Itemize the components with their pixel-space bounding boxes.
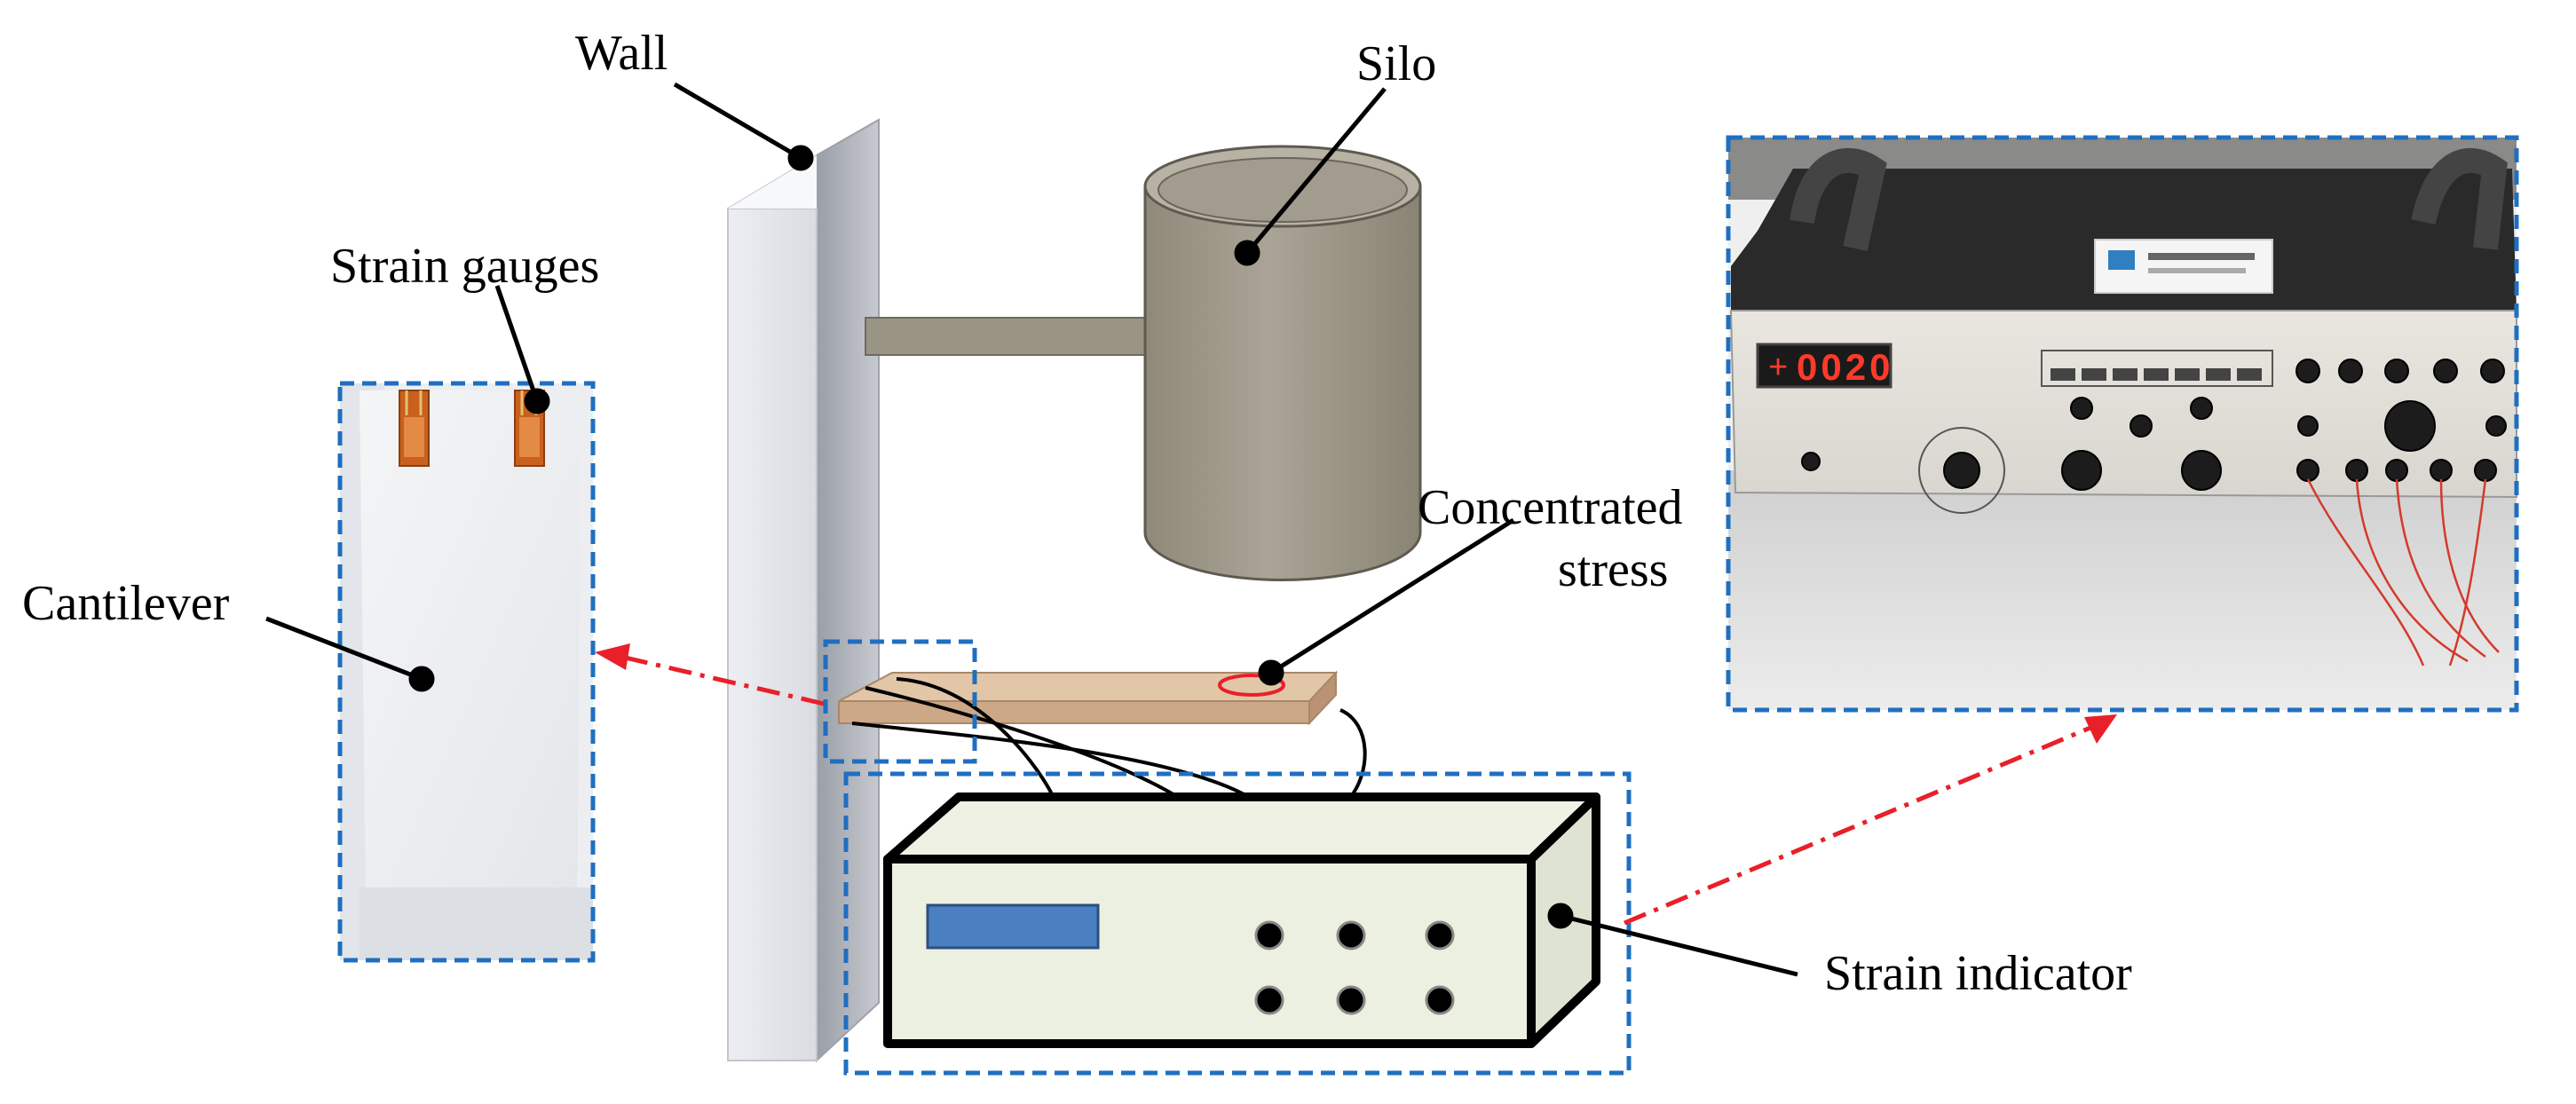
- silo-support-arm: [865, 317, 1149, 356]
- leader-lines: [265, 82, 1798, 977]
- strain-indicator-photo: + 0020: [1728, 138, 2517, 710]
- label-silo: Silo: [1356, 36, 1436, 91]
- indicator-screen: [926, 903, 1100, 950]
- cantilever-photo-frame: [337, 381, 596, 963]
- callout-arrows: [595, 643, 2117, 926]
- instrument-photo-frame: [1726, 135, 2519, 713]
- instrument-photo-leads: [2306, 478, 2500, 666]
- label-cantilever: Cantilever: [22, 576, 230, 631]
- label-concentrated-stress-1: Concentrated: [1418, 480, 1683, 535]
- label-concentrated-stress-2: stress: [1558, 542, 1668, 597]
- gauge-wires: [851, 677, 1367, 805]
- silo: [865, 145, 1422, 582]
- labels: Wall Silo Strain gauges Cantilever Conce…: [22, 26, 2132, 1001]
- cantilever-beam: [838, 670, 1339, 726]
- instrument-photo-knobs: [1801, 359, 2507, 491]
- strain-indicator-device: [883, 793, 1600, 1048]
- label-strain-indicator: Strain indicator: [1824, 946, 2132, 1001]
- label-strain-gauges: Strain gauges: [330, 239, 599, 294]
- led-sign: +: [1768, 349, 1788, 386]
- cantilever-photo: [340, 383, 593, 960]
- beam-root-frame: [823, 639, 977, 764]
- label-wall: Wall: [575, 26, 668, 81]
- strain-gauge-left: [399, 390, 430, 467]
- led-display-value: 0020: [1797, 346, 1893, 388]
- stress-point-ring: [1218, 674, 1285, 697]
- indicator-knobs: [1254, 920, 1455, 1015]
- callout-frames: [337, 135, 2519, 1076]
- wall: [727, 118, 880, 1063]
